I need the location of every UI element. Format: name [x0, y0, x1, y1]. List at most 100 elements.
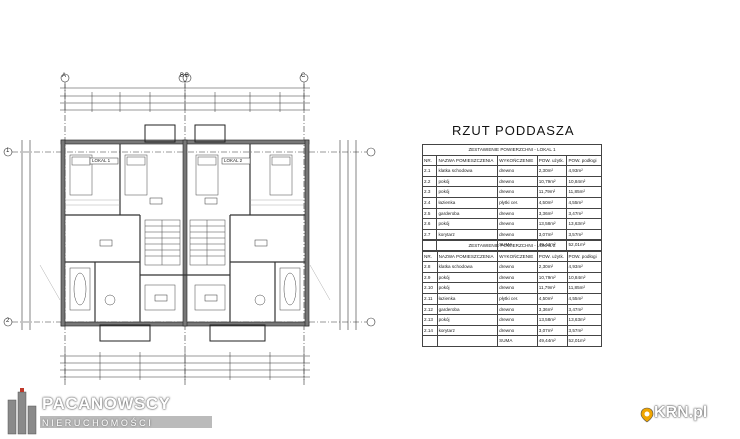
portal-logo-text: KRN.pl — [654, 404, 708, 421]
cell: pokój — [436, 175, 499, 188]
cell: 10,79m² — [536, 271, 568, 284]
axis-label-a: A — [62, 73, 67, 79]
cell: drewno — [497, 218, 538, 230]
table-caption: ZESTAWIENIE POWIERZCHNI - LOKAL 2 — [422, 240, 602, 252]
cell: 2.6 — [421, 218, 438, 230]
cell: 10,84m² — [566, 175, 602, 188]
cell: drewno — [497, 303, 538, 316]
cell: 10,79m² — [536, 175, 568, 188]
cell: 2,30m² — [536, 261, 568, 273]
header-floor-area: POW. podłogi — [566, 154, 602, 167]
cell: 13,63m² — [566, 218, 602, 230]
cell: drewno — [497, 165, 538, 177]
cell: 11,79m² — [536, 282, 568, 294]
cell: 3,57m² — [566, 324, 603, 337]
room-tag-lokal-2: LOKAL 2 — [224, 158, 243, 163]
cell: korytarz — [436, 324, 499, 337]
sum-usable: 49,44m² — [536, 335, 568, 347]
header-usable-area: POW. użytk. — [536, 154, 568, 167]
cell: 4,93m² — [566, 261, 603, 273]
header-name: NAZWA POMIESZCZENIA — [436, 250, 499, 263]
cell: drewno — [497, 207, 538, 220]
cell: 3,47m² — [566, 207, 602, 220]
cell: 11,85m² — [566, 186, 602, 198]
header-finish: WYKOŃCZENIE — [497, 250, 538, 263]
cell: 2.13 — [422, 314, 438, 326]
cell: łazienka — [436, 292, 499, 305]
cell: klatka schodowa — [436, 261, 499, 273]
cell: korytarz — [436, 228, 499, 241]
cell: 11,79m² — [536, 186, 568, 198]
krn-logo-icon — [640, 407, 654, 423]
cell: 3,47m² — [566, 303, 603, 316]
axis-label-1: 1 — [6, 148, 10, 154]
header-finish: WYKOŃCZENIE — [497, 154, 538, 167]
cell: 2,30m² — [536, 165, 568, 177]
cell: 2.8 — [422, 261, 438, 273]
cell: 13,58m² — [536, 218, 568, 230]
cell: 2.12 — [422, 303, 438, 316]
cell: 3,36m² — [536, 303, 568, 316]
axis-label-b1: B — [180, 73, 185, 79]
cell: łazienka — [436, 196, 499, 209]
cell: drewno — [497, 261, 538, 273]
header-floor-area: POW. podłogi — [566, 250, 603, 263]
cell: drewno — [497, 271, 538, 284]
room-tag-lokal-1: LOKAL 1 — [92, 158, 111, 163]
cell: 4,50m² — [536, 196, 568, 209]
cell: 2.5 — [421, 207, 438, 220]
cell: 2.11 — [422, 292, 438, 305]
cell: 4,50m² — [536, 292, 568, 305]
cell: 13,63m² — [566, 314, 603, 326]
cell: 3,07m² — [536, 324, 568, 337]
axis-label-c: C — [301, 73, 306, 79]
cell: pokój — [436, 218, 499, 230]
area-table-lokal-1: ZESTAWIENIE POWIERZCHNI - LOKAL 1 NR. NA… — [421, 144, 602, 251]
cell: 2.7 — [421, 228, 438, 241]
header-nr: NR. — [421, 154, 438, 167]
header-name: NAZWA POMIESZCZENIA — [436, 154, 499, 167]
sum-floor: 52,01m² — [566, 335, 603, 347]
cell: drewno — [497, 324, 538, 337]
page-title: RZUT PODDASZA — [452, 123, 575, 138]
axis-label-b2: B — [185, 73, 190, 79]
cell: pokój — [436, 271, 499, 284]
cell: klatka schodowa — [436, 165, 499, 177]
axis-label-2: 2 — [6, 318, 10, 324]
cell: garderoba — [436, 303, 499, 316]
cell: pokój — [436, 186, 499, 198]
cell: 3,07m² — [536, 228, 568, 241]
cell: 2.4 — [421, 196, 438, 209]
cell: 2.14 — [422, 324, 438, 337]
cell: drewno — [497, 186, 538, 198]
brand-subtitle: NIERUCHOMOŚCI — [42, 418, 154, 428]
cell: 2.2 — [421, 175, 438, 188]
cell: 2.10 — [422, 282, 438, 294]
cell: płytki cer. — [497, 292, 538, 305]
cell: 2.9 — [422, 271, 438, 284]
cell: 4,55m² — [566, 292, 603, 305]
brand-name: PACANOWSCY — [42, 394, 171, 413]
cell: 10,84m² — [566, 271, 603, 284]
cell: 3,36m² — [536, 207, 568, 220]
cell: pokój — [436, 282, 499, 294]
header-nr: NR. — [422, 250, 438, 263]
cell: drewno — [497, 228, 538, 241]
cell: 4,55m² — [566, 196, 602, 209]
floor-plan-drawing — [3, 73, 376, 385]
cell: 2.3 — [421, 186, 438, 198]
